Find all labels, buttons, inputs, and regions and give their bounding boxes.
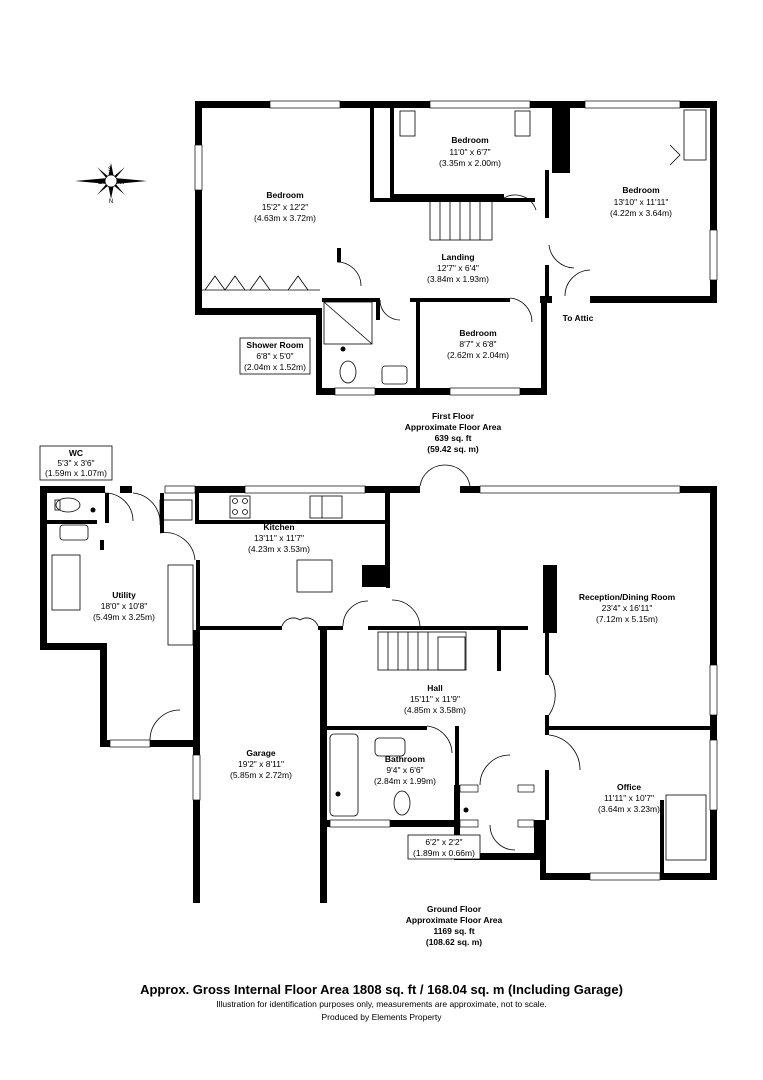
bedroom-2-metric: (3.35m x 2.00m) — [439, 158, 501, 168]
bedroom-3-name: Bedroom — [622, 185, 660, 195]
utility-imperial: 18'0" x 10'8" — [101, 601, 148, 611]
compass-n: N — [109, 199, 113, 205]
first-floor-plan: Bedroom 15'2" x 12'2" (4.63m x 3.72m) Be… — [194, 100, 718, 454]
bathroom-name: Bathroom — [385, 754, 426, 764]
landing-metric: (3.84m x 1.93m) — [427, 274, 489, 284]
bedroom-4-imperial: 8'7" x 6'8" — [459, 339, 496, 349]
bedroom-1-imperial: 15'2" x 12'2" — [262, 202, 309, 212]
first-floor-area-label: Approximate Floor Area — [405, 422, 502, 432]
garage-name: Garage — [246, 748, 276, 758]
reception-imperial: 23'4" x 16'11" — [602, 603, 653, 613]
kitchen-imperial: 13'11" x 11'7" — [254, 533, 304, 543]
porch-imperial: 6'2" x 2'2" — [425, 837, 462, 847]
hall-imperial: 15'11" x 11'9" — [410, 694, 460, 704]
produced-by-text: Produced by Elements Property — [321, 1012, 442, 1022]
landing-name: Landing — [441, 252, 474, 262]
compass-e: E — [98, 180, 102, 186]
bedroom-4-name: Bedroom — [459, 328, 497, 338]
bathroom-metric: (2.84m x 1.99m) — [374, 776, 436, 786]
bedroom-3-imperial: 13'10" x 11'11" — [614, 197, 669, 207]
first-floor-area-sqft: 639 sq. ft — [435, 433, 472, 443]
reception-name: Reception/Dining Room — [579, 592, 676, 602]
ground-floor-title: Ground Floor — [427, 904, 482, 914]
to-attic-label: To Attic — [563, 313, 594, 323]
compass-s: S — [108, 167, 112, 173]
bathroom-imperial: 9'4" x 6'6" — [386, 765, 423, 775]
first-floor-area-sqm: (59.42 sq. m) — [427, 444, 479, 454]
ground-floor-area-label: Approximate Floor Area — [406, 915, 503, 925]
garage-imperial: 19'2" x 8'11" — [238, 759, 284, 769]
wc-name: WC — [69, 448, 83, 458]
utility-metric: (5.49m x 3.25m) — [93, 612, 155, 622]
bedroom-1-metric: (4.63m x 3.72m) — [254, 213, 316, 223]
office-name: Office — [617, 782, 641, 792]
first-floor-title: First Floor — [432, 411, 475, 421]
ground-floor-plan: WC 5'3" x 3'6" (1.59m x 1.07m) Kitchen 1… — [39, 445, 718, 947]
hall-metric: (4.85m x 3.58m) — [404, 705, 466, 715]
bedroom-1-name: Bedroom — [266, 190, 304, 200]
office-metric: (3.64m x 3.23m) — [598, 804, 660, 814]
shower-room-metric: (2.04m x 1.52m) — [244, 362, 306, 372]
kitchen-metric: (4.23m x 3.53m) — [248, 544, 310, 554]
shower-room-name: Shower Room — [246, 340, 304, 350]
disclaimer-text: Illustration for identification purposes… — [216, 999, 547, 1009]
utility-name: Utility — [112, 590, 136, 600]
compass-w: W — [119, 180, 125, 186]
bedroom-2-imperial: 11'0" x 6'7" — [449, 147, 490, 157]
hall-name: Hall — [427, 683, 443, 693]
bedroom-3-metric: (4.22m x 3.64m) — [610, 208, 672, 218]
gross-area-title: Approx. Gross Internal Floor Area 1808 s… — [140, 982, 623, 997]
porch-metric: (1.89m x 0.66m) — [413, 848, 475, 858]
ground-floor-area-sqft: 1169 sq. ft — [433, 926, 474, 936]
bedroom-4-metric: (2.62m x 2.04m) — [447, 350, 509, 360]
ground-floor-area-sqm: (108.62 sq. m) — [426, 937, 482, 947]
reception-metric: (7.12m x 5.15m) — [596, 614, 658, 624]
office-imperial: 11'11" x 10'7" — [604, 793, 654, 803]
wc-imperial: 5'3" x 3'6" — [57, 458, 94, 468]
compass-icon: S N E W — [75, 163, 147, 205]
kitchen-name: Kitchen — [263, 522, 294, 532]
garage-metric: (5.85m x 2.72m) — [230, 770, 292, 780]
shower-room-imperial: 6'8" x 5'0" — [256, 351, 293, 361]
wc-metric: (1.59m x 1.07m) — [45, 468, 107, 478]
landing-imperial: 12'7" x 6'4" — [437, 263, 479, 273]
bedroom-2-name: Bedroom — [451, 135, 489, 145]
